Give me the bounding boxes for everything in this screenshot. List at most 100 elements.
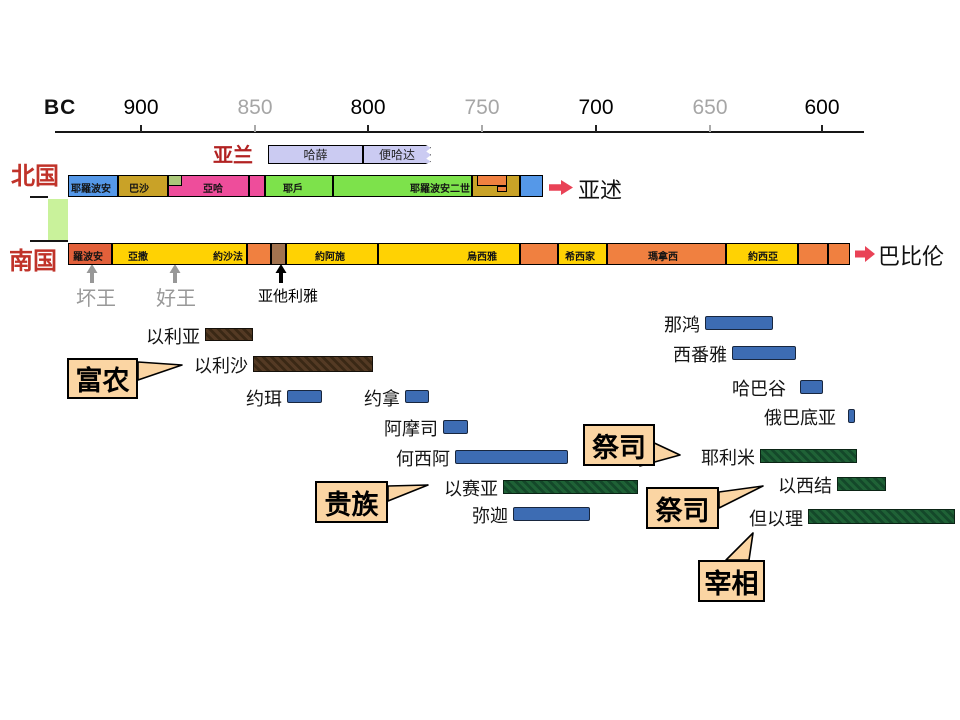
callout-tail: [137, 361, 183, 381]
axis-tick: [821, 125, 823, 132]
king-type-pointer-arrow: [86, 264, 98, 283]
prophet-name: 以利沙: [194, 356, 248, 376]
prophet-bar: [705, 316, 773, 330]
aram-king-segment: 便哈达: [363, 145, 431, 164]
king-type-pointer-arrow: [275, 264, 287, 283]
south-king-name: 亞撒: [128, 252, 148, 263]
axis-year-label: 600: [804, 96, 840, 119]
south-king-name: 希西家: [565, 252, 595, 263]
axis-tick: [367, 125, 369, 132]
axis-year-label: 750: [464, 96, 500, 119]
south-king-segment: [607, 243, 726, 265]
callout-tail: [387, 484, 429, 502]
king-type-label: 坏王: [76, 288, 116, 310]
north-king-name: 巴沙: [129, 184, 149, 195]
timeline-axis-line: [55, 131, 864, 133]
south-king-segment: [558, 243, 607, 265]
occupation-callout: 富农: [67, 358, 138, 399]
prophet-name: 俄巴底亚: [764, 408, 836, 428]
prophet-name: 约拿: [364, 388, 400, 409]
prophet-name: 何西阿: [396, 449, 450, 469]
prophet-name: 但以理: [749, 508, 803, 529]
south-king-segment: [726, 243, 798, 265]
prophet-bar: [287, 390, 322, 403]
north-exile-arrow: [549, 180, 573, 195]
axis-tick: [140, 125, 142, 132]
prophet-bar: [455, 450, 568, 464]
prophet-bar: [760, 449, 857, 463]
north-king-segment: [265, 175, 333, 197]
axis-tick: [481, 125, 483, 132]
south-king-segment: [286, 243, 520, 265]
assyria-exile-label: 亚述: [578, 178, 623, 203]
south-king-segment: [271, 243, 286, 265]
prophet-bar: [800, 380, 823, 394]
axis-tick: [254, 125, 256, 132]
axis-tick: [709, 125, 711, 132]
north-coregent-box: [497, 186, 507, 192]
north-king-segment: [168, 175, 265, 197]
occupation-callout: 祭司: [646, 487, 719, 529]
north-coregent-box: [168, 175, 182, 186]
king-type-label: 好王: [156, 288, 196, 310]
south-king-segment: [247, 243, 271, 265]
north-king-name: 耶羅波安二世: [410, 184, 470, 195]
axis-tick: [595, 125, 597, 132]
south-king-name: 瑪拿西: [648, 252, 678, 263]
united-kingdom-box: [48, 199, 68, 241]
prophet-name: 以西结: [778, 476, 832, 496]
south-king-name: 約沙法: [213, 252, 243, 263]
south-king-segment: [520, 243, 558, 265]
prophet-bar: [808, 509, 955, 524]
south-king-name: 約西亞: [748, 252, 778, 263]
prophet-name: 耶利米: [701, 448, 755, 468]
prophet-name: 那鸿: [664, 315, 700, 335]
prophet-name: 以利亚: [146, 326, 200, 347]
south-king-name: 羅波安: [73, 252, 103, 263]
axis-year-label: 650: [692, 96, 728, 119]
north-coregent-box: [477, 175, 507, 186]
aram-label: 亚兰: [213, 145, 253, 167]
prophet-name: 弥迦: [472, 506, 508, 526]
aram-king-segment: 哈薛: [268, 145, 363, 164]
axis-year-label: 700: [578, 96, 614, 119]
south-exile-arrow: [855, 246, 875, 262]
prophet-bar: [732, 346, 796, 360]
south-king-segment: [112, 243, 247, 265]
south-king-segment: [798, 243, 850, 265]
north-king-segment: [520, 175, 543, 197]
axis-year-label: 900: [123, 96, 159, 119]
north-king-segment: [118, 175, 168, 197]
callout-tail: [725, 532, 754, 561]
king-type-label: 亚他利雅: [257, 288, 318, 305]
south-king-name: 約阿施: [315, 252, 345, 263]
prophet-name: 以赛亚: [444, 479, 498, 499]
prophet-bar: [503, 480, 638, 494]
north-king-name: 耶羅波安: [71, 184, 111, 195]
axis-year-label: 850: [237, 96, 273, 119]
babylon-exile-label: 巴比伦: [878, 244, 945, 269]
prophet-bar: [253, 356, 373, 372]
prophet-bar: [513, 507, 590, 521]
prophet-bar: [205, 328, 253, 341]
north-king-segment: [333, 175, 472, 197]
prophet-bar: [443, 420, 468, 434]
northern-kingdom-label: 北国: [11, 163, 59, 190]
southern-kingdom-label: 南国: [9, 248, 57, 275]
prophet-name: 哈巴谷: [732, 379, 786, 399]
united-kingdom-connector-top: [30, 196, 48, 198]
south-king-name: 烏西雅: [467, 252, 497, 263]
prophet-bar: [405, 390, 429, 403]
prophet-name: 约珥: [246, 388, 282, 409]
north-king-name: 亞哈: [203, 184, 223, 195]
north-king-name: 耶戶: [283, 184, 303, 195]
south-reign-divider: [827, 243, 829, 265]
prophet-bar: [837, 477, 886, 491]
north-king-segment: [68, 175, 118, 197]
south-reign-divider: [377, 243, 379, 265]
south-king-segment: [68, 243, 112, 265]
occupation-callout: 贵族: [315, 481, 388, 523]
bc-era-label: BC: [44, 96, 77, 119]
axis-year-label: 800: [350, 96, 386, 119]
